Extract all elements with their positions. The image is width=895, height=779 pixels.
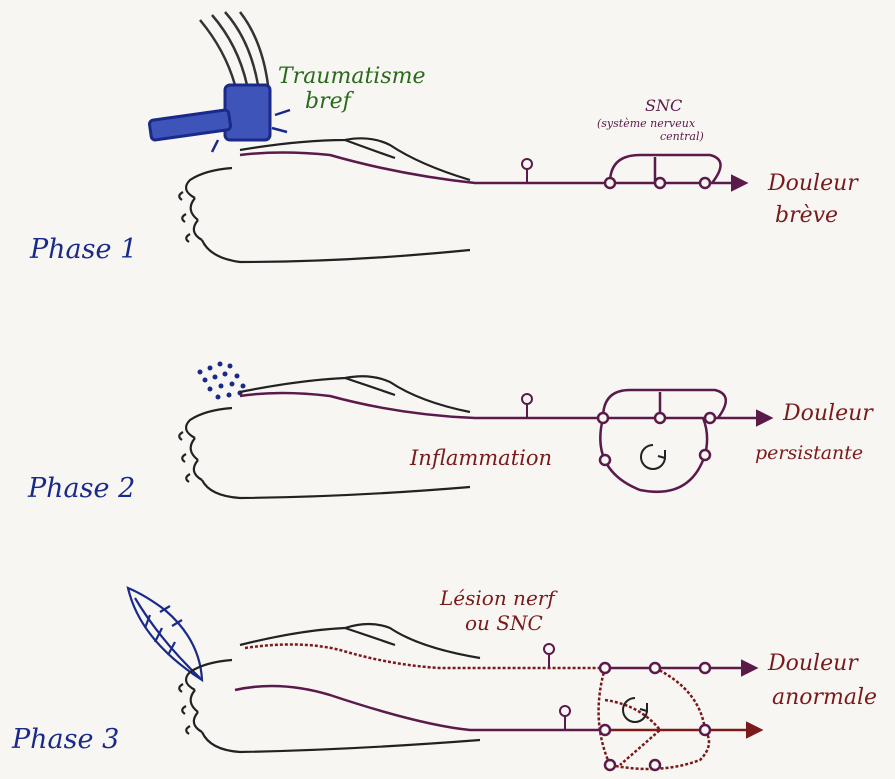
nerve-path-phase-2 — [240, 393, 605, 418]
snc-subtitle-line1: (système nerveux — [597, 117, 696, 130]
outcome-phase-3-line2: anormale — [772, 685, 877, 710]
hand-outline-phase-1 — [179, 138, 470, 262]
snc-circuit-phase-3 — [599, 663, 760, 770]
phase-1-group: Phase 1 Traumatisme bref SNC (système ne… — [29, 12, 859, 265]
phase-3-label: Phase 3 — [11, 724, 119, 755]
outcome-phase-3-line1: Douleur — [767, 651, 859, 676]
lesion-label-line1: Lésion nerf — [439, 586, 558, 610]
outcome-phase-2-line2: persistante — [755, 442, 863, 464]
outcome-phase-1-line1: Douleur — [767, 171, 859, 196]
neuron-body-phase-3 — [544, 644, 570, 730]
outcome-phase-1-line2: brève — [775, 203, 838, 228]
lesion-label-line2: ou SNC — [465, 611, 543, 635]
hammer-icon — [149, 12, 290, 152]
snc-circuit-phase-1 — [605, 155, 745, 188]
trauma-label-line2: bref — [305, 89, 355, 114]
lesion-nerve-path-upper — [245, 644, 605, 668]
neuron-body-phase-2 — [522, 394, 532, 418]
inflammation-dots-icon — [198, 362, 246, 400]
phase-3-group: Phase 3 Lésion nerf ou SNC Douleur anorm… — [11, 586, 877, 770]
hand-outline-phase-3 — [179, 624, 480, 752]
nerve-path-phase-1 — [240, 153, 615, 184]
feather-icon — [128, 588, 202, 680]
cycle-arrow-icon — [641, 445, 665, 469]
phase-2-group: Phase 2 Inflammation Douleur persistante — [27, 362, 874, 505]
phase-2-label: Phase 2 — [27, 473, 135, 504]
nerve-path-phase-3-lower — [235, 686, 600, 730]
snc-subtitle-line2: central) — [660, 130, 704, 143]
outcome-phase-2-line1: Douleur — [782, 401, 874, 426]
trauma-label-line1: Traumatisme — [278, 64, 426, 89]
inflammation-label: Inflammation — [409, 446, 552, 470]
phase-1-label: Phase 1 — [29, 234, 137, 265]
neuron-body-phase-1 — [522, 159, 532, 183]
snc-circuit-phase-2 — [598, 390, 770, 492]
snc-title: SNC — [645, 96, 682, 115]
